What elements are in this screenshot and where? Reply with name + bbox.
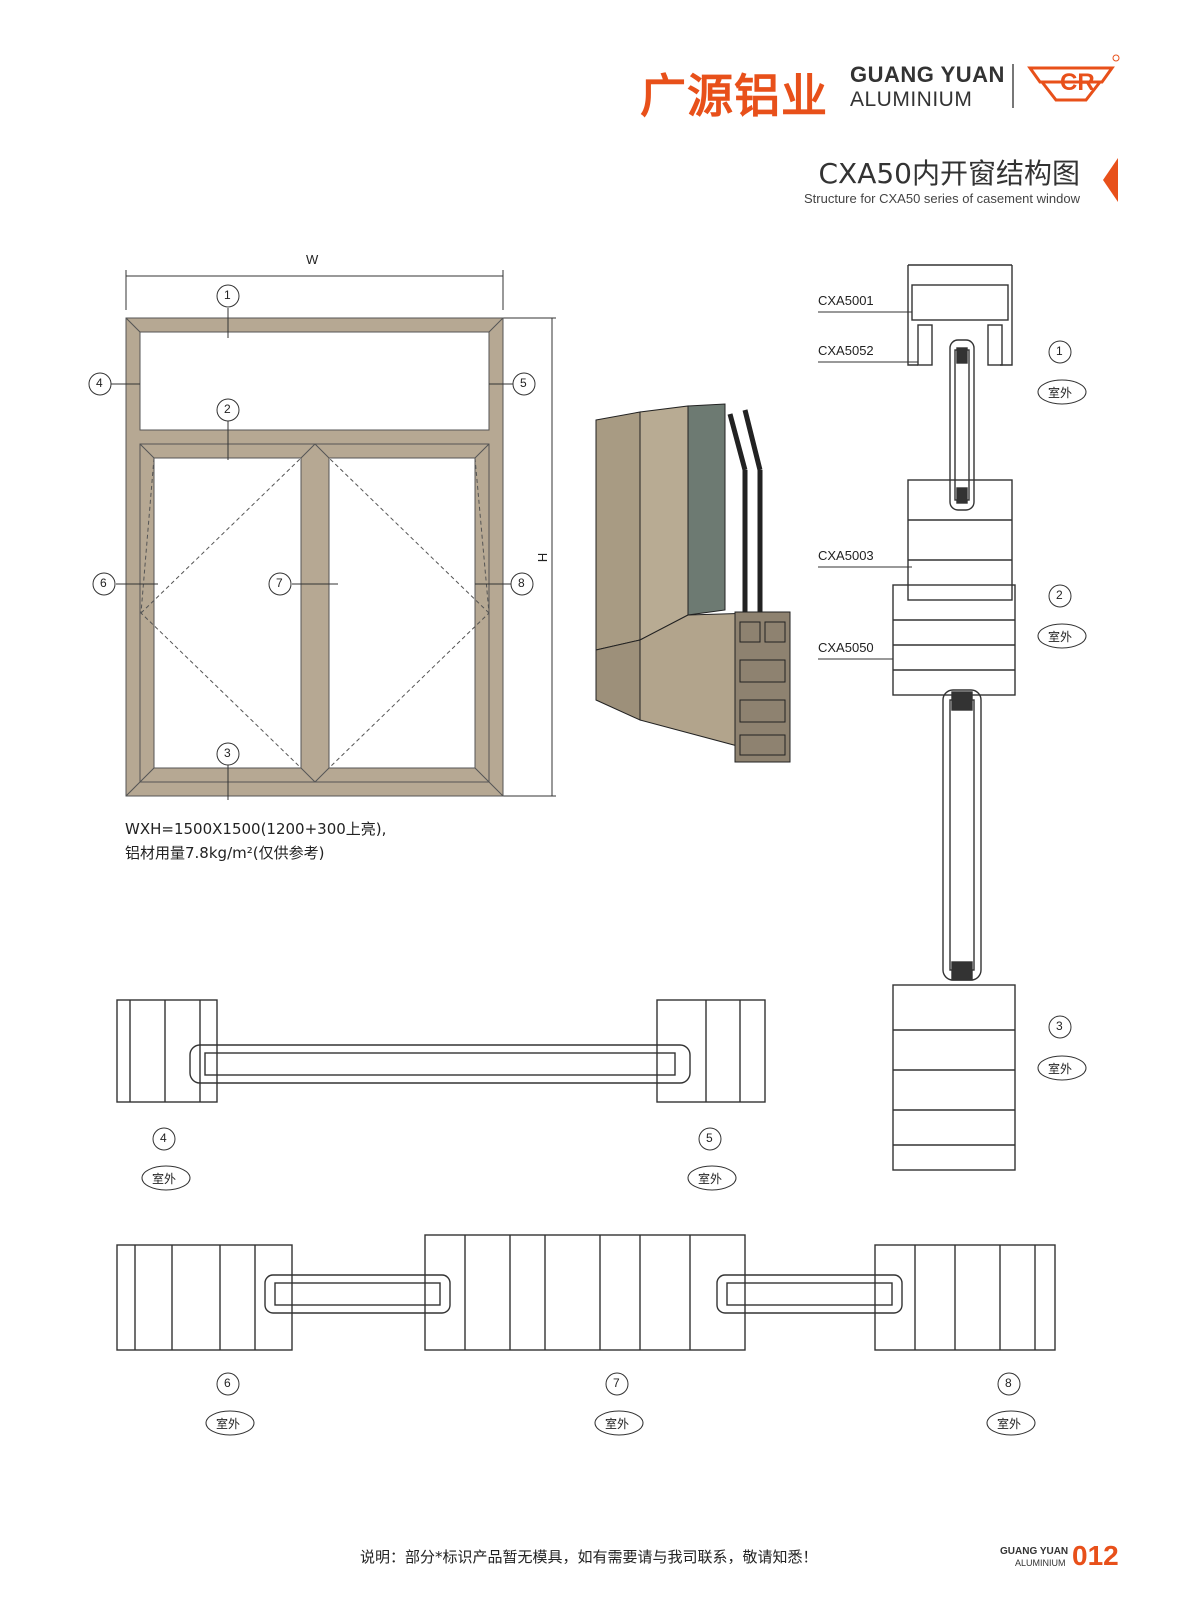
hs-marker-5: 5 <box>706 1131 713 1145</box>
marker-1: 1 <box>224 288 231 302</box>
marker-6: 6 <box>100 576 107 590</box>
hs-marker-7: 7 <box>613 1376 620 1390</box>
brand-name-en: GUANG YUAN <box>850 62 1005 87</box>
width-label: W <box>306 252 319 267</box>
outdoor-label: 室外 <box>997 1417 1022 1431</box>
vertical-section <box>892 264 1016 1171</box>
profile-label-cxa5052: CXA5052 <box>818 343 874 358</box>
profile-label-cxa5003: CXA5003 <box>818 548 874 563</box>
marker-2: 2 <box>224 402 231 416</box>
hs-marker-8: 8 <box>1005 1376 1012 1390</box>
elevation-frame <box>125 317 504 797</box>
vs-marker-1: 1 <box>1056 344 1063 358</box>
profile-label-cxa5001: CXA5001 <box>818 293 874 308</box>
outdoor-label: 室外 <box>216 1417 241 1431</box>
outdoor-label: 室外 <box>152 1172 177 1186</box>
page-title: CXA50内开窗结构图 <box>818 157 1080 190</box>
outdoor-label: 室外 <box>605 1417 630 1431</box>
outdoor-label: 室外 <box>698 1172 723 1186</box>
profile-label-cxa5050: CXA5050 <box>818 640 874 655</box>
spec-note-line2: 铝材用量7.8kg/m²(仅供参考) <box>125 844 325 862</box>
corner-profile-render <box>595 403 791 763</box>
height-label: H <box>535 552 551 563</box>
elevation-markers <box>88 284 536 800</box>
section-4-5-markers <box>141 1127 737 1191</box>
brand-name-en-sub: ALUMINIUM <box>850 88 973 111</box>
brand-name-cn: 广源铝业 <box>640 69 828 123</box>
elevation-dimensions <box>125 270 556 797</box>
logo-divider <box>1012 64 1014 108</box>
outdoor-label: 室外 <box>1048 630 1073 644</box>
page-number: 012 <box>1072 1540 1119 1571</box>
profile-leaders <box>818 311 918 660</box>
outdoor-label: 室外 <box>1048 386 1073 400</box>
vertical-section-markers <box>1037 340 1087 1081</box>
footer-note: 说明：部分*标识产品暂无模具，如有需要请与我司联系，敬请知悉！ <box>360 1548 818 1566</box>
vs-marker-3: 3 <box>1056 1019 1063 1033</box>
section-4-5 <box>116 999 766 1103</box>
footer-brand-sub: ALUMINIUM <box>1015 1558 1066 1568</box>
page-subtitle: Structure for CXA50 series of casement w… <box>803 191 1080 206</box>
outdoor-label: 室外 <box>1048 1062 1073 1076</box>
spec-note-line1: WXH=1500X1500(1200+300上亮), <box>125 820 387 838</box>
footer-brand: GUANG YUAN <box>1000 1546 1069 1557</box>
marker-7: 7 <box>276 576 283 590</box>
marker-3: 3 <box>224 746 231 760</box>
section-6-7-8-markers <box>205 1372 1036 1436</box>
marker-8: 8 <box>518 576 525 590</box>
vs-marker-2: 2 <box>1056 588 1063 602</box>
title-marker-icon <box>1103 158 1118 202</box>
hs-marker-6: 6 <box>224 1376 231 1390</box>
marker-5: 5 <box>520 376 527 390</box>
section-6-7-8 <box>116 1234 1056 1351</box>
marker-4: 4 <box>96 376 103 390</box>
hs-marker-4: 4 <box>160 1131 167 1145</box>
